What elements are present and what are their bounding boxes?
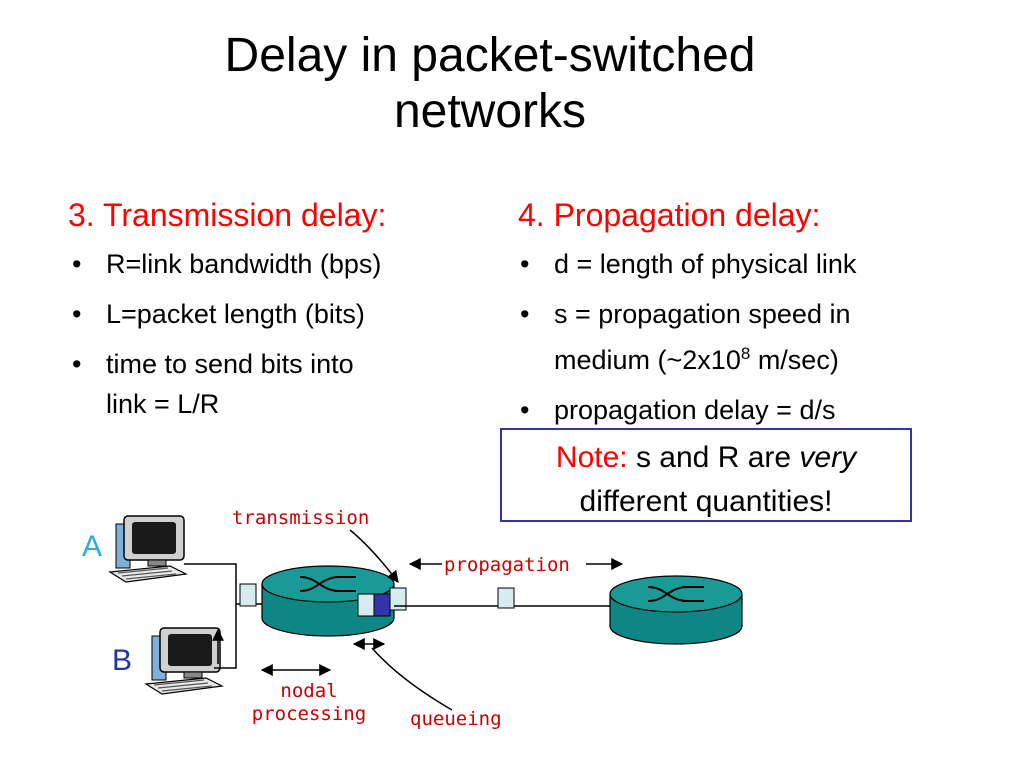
propagation-delay-list: d = length of physical link s = propagat… <box>514 244 984 430</box>
bullet-text-line-1: s = propagation speed in <box>554 299 851 329</box>
list-item: time to send bits into link = L/R <box>66 344 486 424</box>
transmitting-packet <box>389 587 407 611</box>
transmission-label: transmission <box>232 507 370 529</box>
note-box: Note: s and R are very different quantit… <box>500 428 912 522</box>
bullet-text: d = length of physical link <box>554 249 857 279</box>
transmission-delay-list: R=link bandwidth (bps) L=packet length (… <box>66 244 486 424</box>
nodal-label-line-1: nodal <box>280 680 338 702</box>
propagating-packet <box>497 587 515 609</box>
router-2-icon <box>609 575 743 645</box>
note-line-1: Note: s and R are very <box>502 436 910 480</box>
transmission-pointer <box>349 529 399 583</box>
note-line-2: different quantities! <box>579 485 833 518</box>
list-item: L=packet length (bits) <box>66 294 486 334</box>
computer-a-icon <box>108 515 189 583</box>
access-link <box>184 563 237 669</box>
speed-unit: m/sec) <box>750 345 839 375</box>
list-item: propagation delay = d/s <box>514 390 984 430</box>
title-line-1: Delay in packet-switched <box>224 29 756 82</box>
nodal-processing-label: nodal processing <box>244 680 374 726</box>
slide-title: Delay in packet-switched networks <box>0 28 980 140</box>
host-a-label: A <box>82 530 103 563</box>
host-b-label: B <box>112 644 133 677</box>
list-item: d = length of physical link <box>514 244 984 284</box>
bullet-text: propagation delay = d/s <box>554 395 836 425</box>
list-item: R=link bandwidth (bps) <box>66 244 486 284</box>
packet <box>239 583 257 607</box>
bullet-text: R=link bandwidth (bps) <box>106 249 382 279</box>
exponent: 8 <box>740 344 751 363</box>
queued-packet <box>357 593 375 617</box>
queueing-pointer <box>371 647 453 711</box>
transmission-delay-heading: 3. Transmission delay: <box>68 197 387 233</box>
note-emphasis: very <box>799 441 857 474</box>
computer-b-icon <box>144 627 225 695</box>
propagation-label: propagation <box>444 554 570 576</box>
note-label: Note: <box>555 441 628 474</box>
bullet-text-line-1: time to send bits into <box>106 349 354 379</box>
queued-packet <box>373 593 391 617</box>
bullet-text-line-2: medium (~2x108 m/sec) <box>554 344 839 375</box>
list-item: s = propagation speed in medium (~2x108 … <box>514 294 984 380</box>
title-line-2: networks <box>393 85 587 138</box>
note-text: s and R are <box>635 441 792 474</box>
speed-text: medium (~2x10 <box>554 345 741 375</box>
nodal-label-line-2: processing <box>251 703 367 725</box>
queueing-label: queueing <box>410 708 502 730</box>
bullet-text: L=packet length (bits) <box>106 299 365 329</box>
bullet-text-line-2: link = L/R <box>106 389 220 419</box>
propagation-delay-heading: 4. Propagation delay: <box>518 197 821 233</box>
